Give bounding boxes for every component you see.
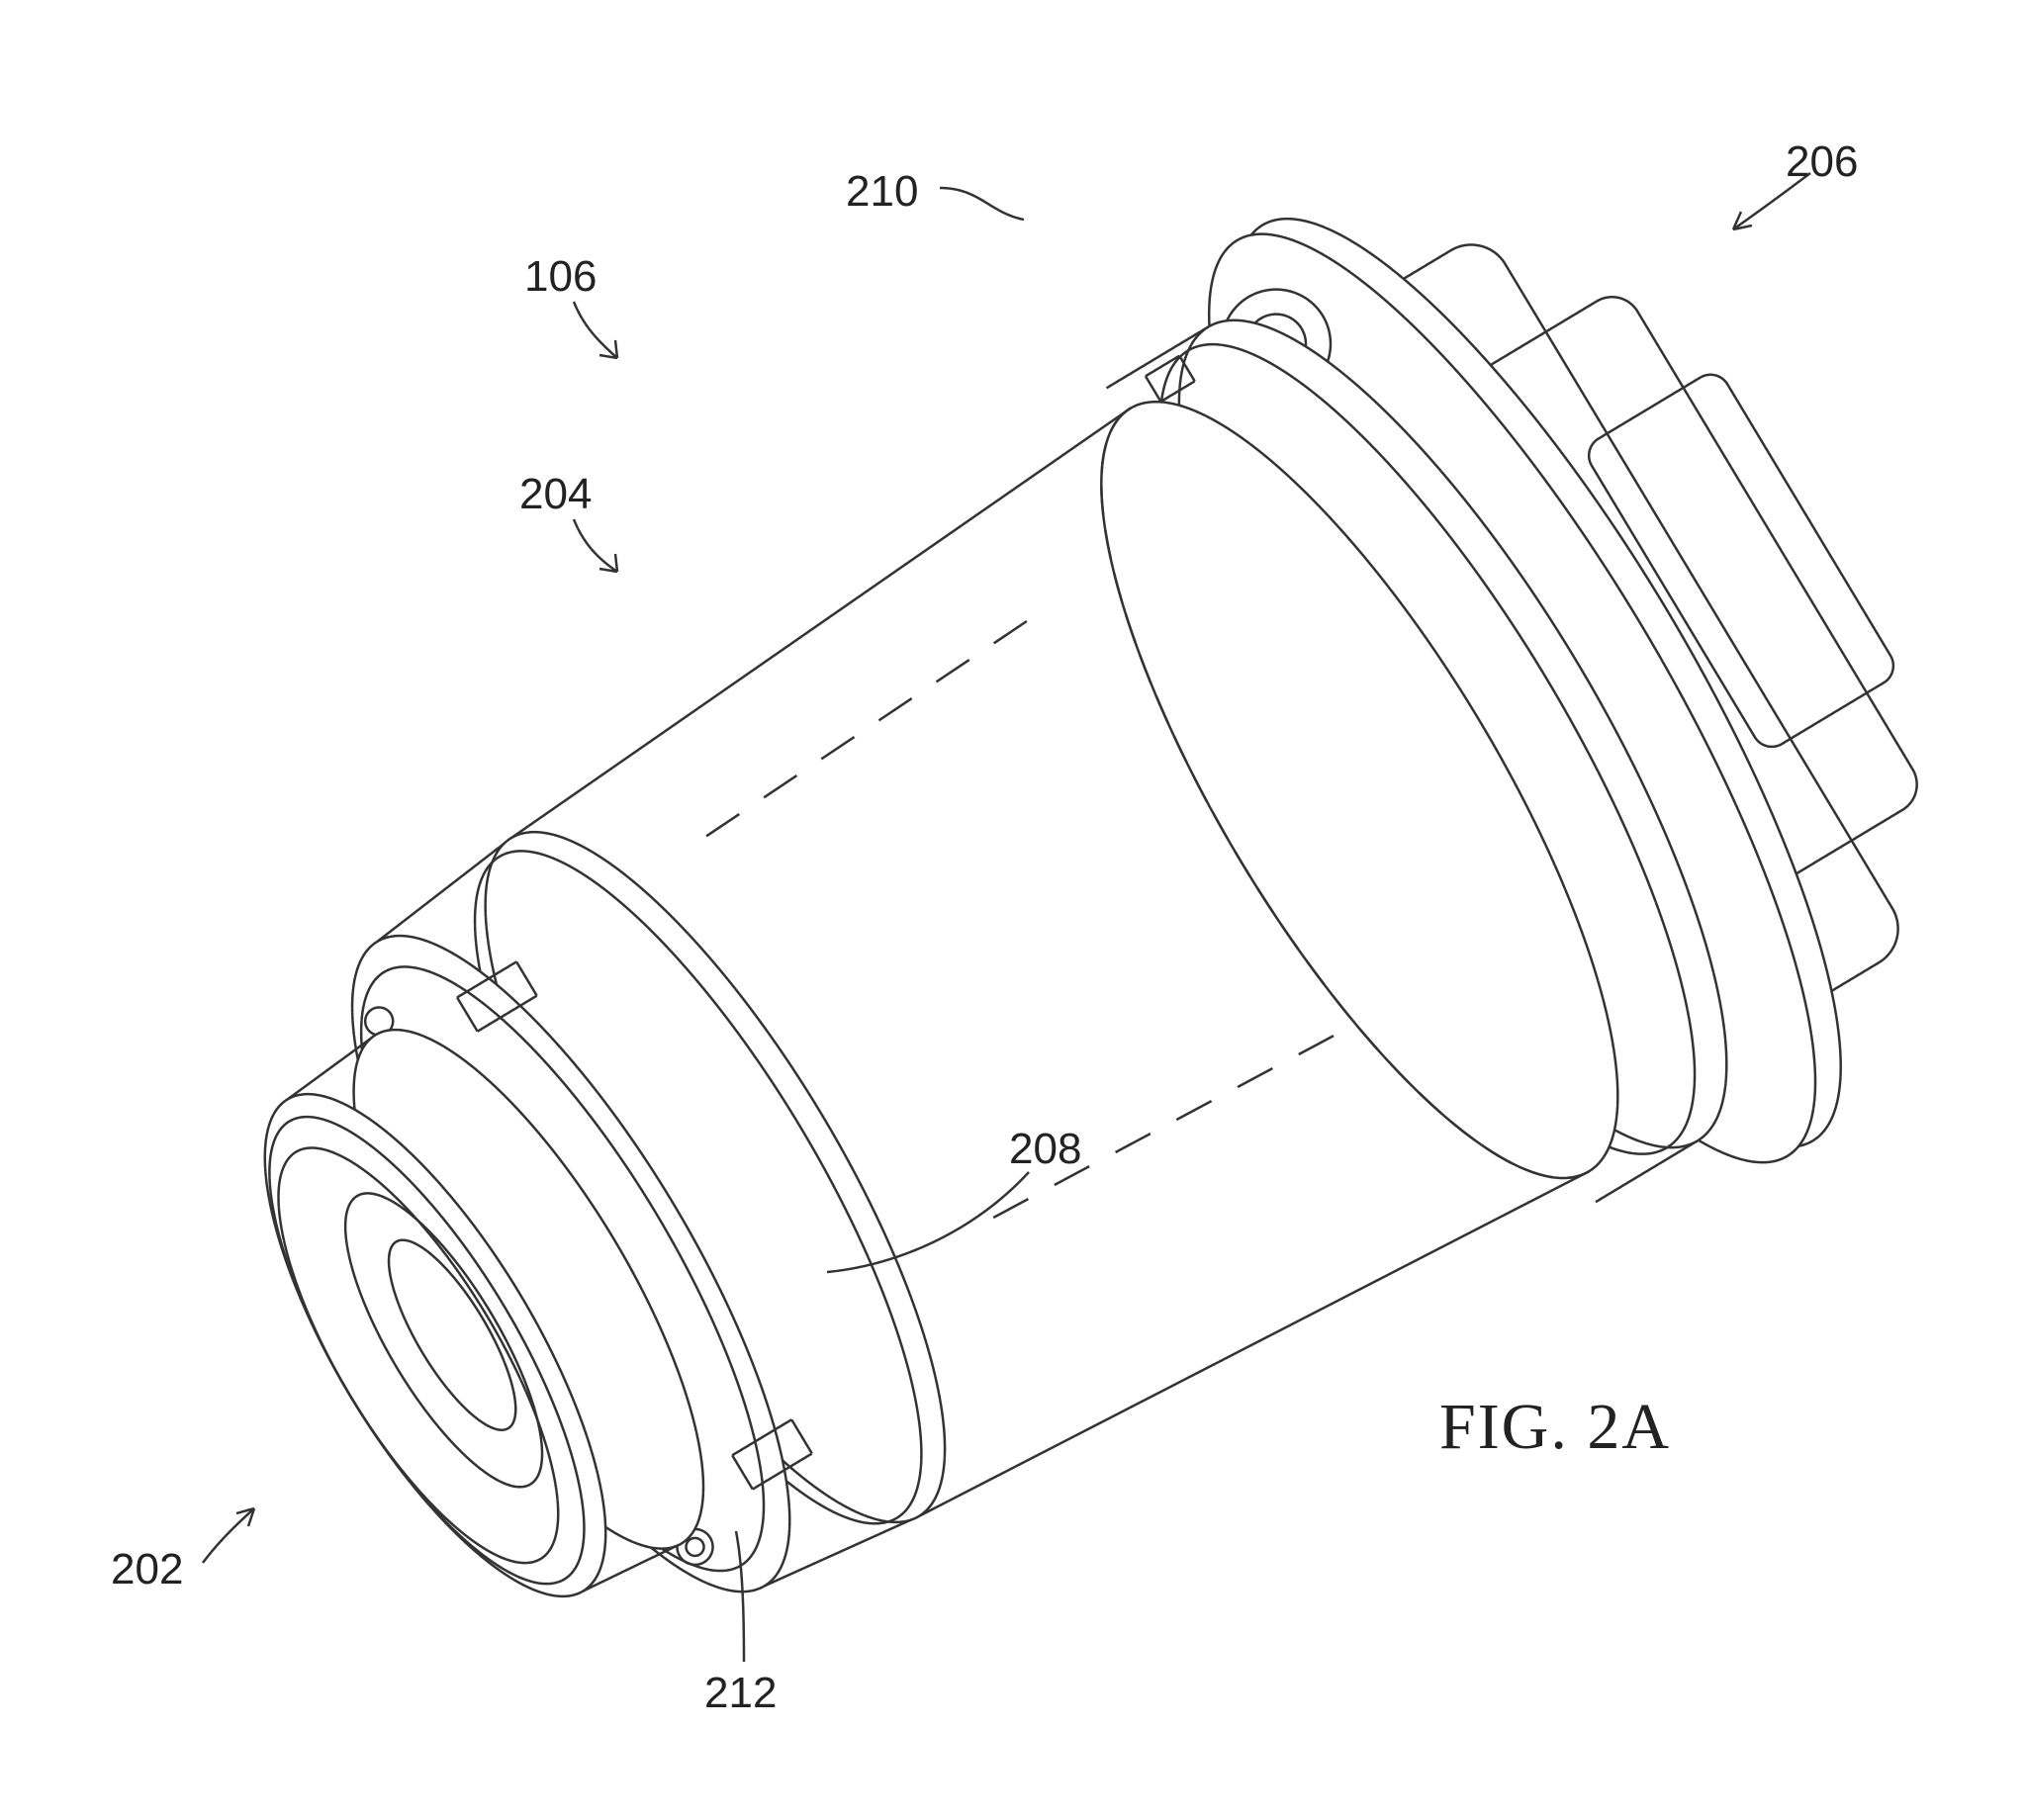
device-body xyxy=(263,217,1918,1598)
leader-212 xyxy=(734,1530,746,1663)
main-cylinder xyxy=(510,400,1619,1518)
arrow-204 xyxy=(572,518,619,574)
label-202: 202 xyxy=(111,1545,184,1593)
label-206: 206 xyxy=(1786,137,1859,186)
leader-210 xyxy=(939,186,1025,222)
label-106: 106 xyxy=(524,252,598,301)
arrow-202 xyxy=(202,1506,256,1564)
label-212: 212 xyxy=(704,1669,778,1717)
leader-lines xyxy=(202,171,1811,1663)
label-208: 208 xyxy=(1009,1125,1082,1173)
label-210: 210 xyxy=(846,167,919,216)
figure-caption: FIG. 2A xyxy=(1439,1391,1672,1463)
label-204: 204 xyxy=(519,470,593,518)
arrow-206 xyxy=(1731,171,1811,231)
front-lens xyxy=(263,1028,705,1598)
arrow-106 xyxy=(572,301,619,360)
leader-208 xyxy=(826,1171,1030,1274)
